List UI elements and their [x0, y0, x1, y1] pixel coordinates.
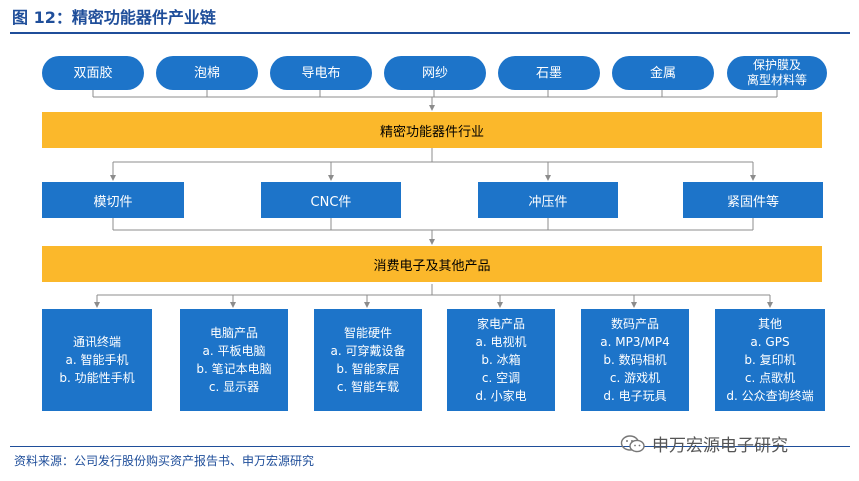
category-item: a. GPS — [750, 335, 790, 349]
material-foam: 泡棉 — [156, 56, 258, 90]
category-computer: 电脑产品 a. 平板电脑 b. 笔记本电脑 c. 显示器 — [180, 309, 288, 411]
category-item: c. 显示器 — [208, 380, 260, 394]
category-item: c. 智能车载 — [336, 380, 400, 394]
category-item: a. 电视机 — [475, 335, 527, 349]
watermark-text: 申万宏源电子研究 — [652, 436, 788, 456]
category-title: 数码产品 — [610, 317, 659, 331]
source-note: 资料来源：公司发行股份购买资产报告书、申万宏源研究 — [14, 454, 315, 468]
category-item: d. 公众查询终端 — [726, 389, 814, 403]
category-item: b. 功能性手机 — [59, 371, 135, 385]
category-title: 通讯终端 — [72, 335, 121, 349]
material-metal: 金属 — [612, 56, 714, 90]
figure-title: 图 12：精密功能器件产业链 — [12, 8, 216, 27]
category-item: b. 复印机 — [744, 353, 796, 367]
category-item: a. 可穿戴设备 — [330, 344, 406, 358]
category-title: 智能硬件 — [343, 326, 392, 340]
footer-divider — [10, 446, 850, 447]
process-fasteners: 紧固件等 — [683, 182, 823, 218]
category-smart-hardware: 智能硬件 a. 可穿戴设备 b. 智能家居 c. 智能车载 — [314, 309, 422, 411]
watermark: 申万宏源电子研究 — [620, 431, 788, 456]
wechat-icon — [620, 434, 645, 452]
category-home-appliance: 家电产品 a. 电视机 b. 冰箱 c. 空调 d. 小家电 — [447, 309, 555, 411]
material-graphite: 石墨 — [498, 56, 600, 90]
category-item: d. 电子玩具 — [603, 389, 667, 403]
category-item: b. 笔记本电脑 — [196, 362, 272, 376]
category-item: c. 游戏机 — [609, 371, 661, 385]
category-title: 其他 — [757, 317, 782, 331]
process-stamping: 冲压件 — [478, 182, 618, 218]
material-mesh: 网纱 — [384, 56, 486, 90]
category-title: 电脑产品 — [209, 326, 258, 340]
process-cnc: CNC件 — [261, 182, 401, 218]
industry-bar: 精密功能器件行业 — [42, 112, 822, 148]
category-item: a. 智能手机 — [65, 353, 129, 367]
process-die-cut: 模切件 — [42, 182, 184, 218]
material-protective-film: 保护膜及 离型材料等 — [727, 56, 827, 90]
category-item: d. 小家电 — [475, 389, 527, 403]
material-double-sided-tape: 双面胶 — [42, 56, 144, 90]
material-conductive-cloth: 导电布 — [270, 56, 372, 90]
category-item: a. 平板电脑 — [202, 344, 266, 358]
category-item: c. 点歌机 — [744, 371, 796, 385]
category-item: c. 空调 — [481, 371, 521, 385]
category-digital: 数码产品 a. MP3/MP4 b. 数码相机 c. 游戏机 d. 电子玩具 — [581, 309, 689, 411]
category-communication: 通讯终端 a. 智能手机 b. 功能性手机 — [42, 309, 152, 411]
category-item: b. 数码相机 — [603, 353, 667, 367]
category-other: 其他 a. GPS b. 复印机 c. 点歌机 d. 公众查询终端 — [715, 309, 825, 411]
consumer-bar: 消费电子及其他产品 — [42, 246, 822, 282]
title-divider — [10, 32, 850, 34]
category-item: b. 智能家居 — [336, 362, 400, 376]
category-item: a. MP3/MP4 — [600, 335, 670, 349]
category-item: b. 冰箱 — [481, 353, 521, 367]
category-title: 家电产品 — [476, 317, 525, 331]
